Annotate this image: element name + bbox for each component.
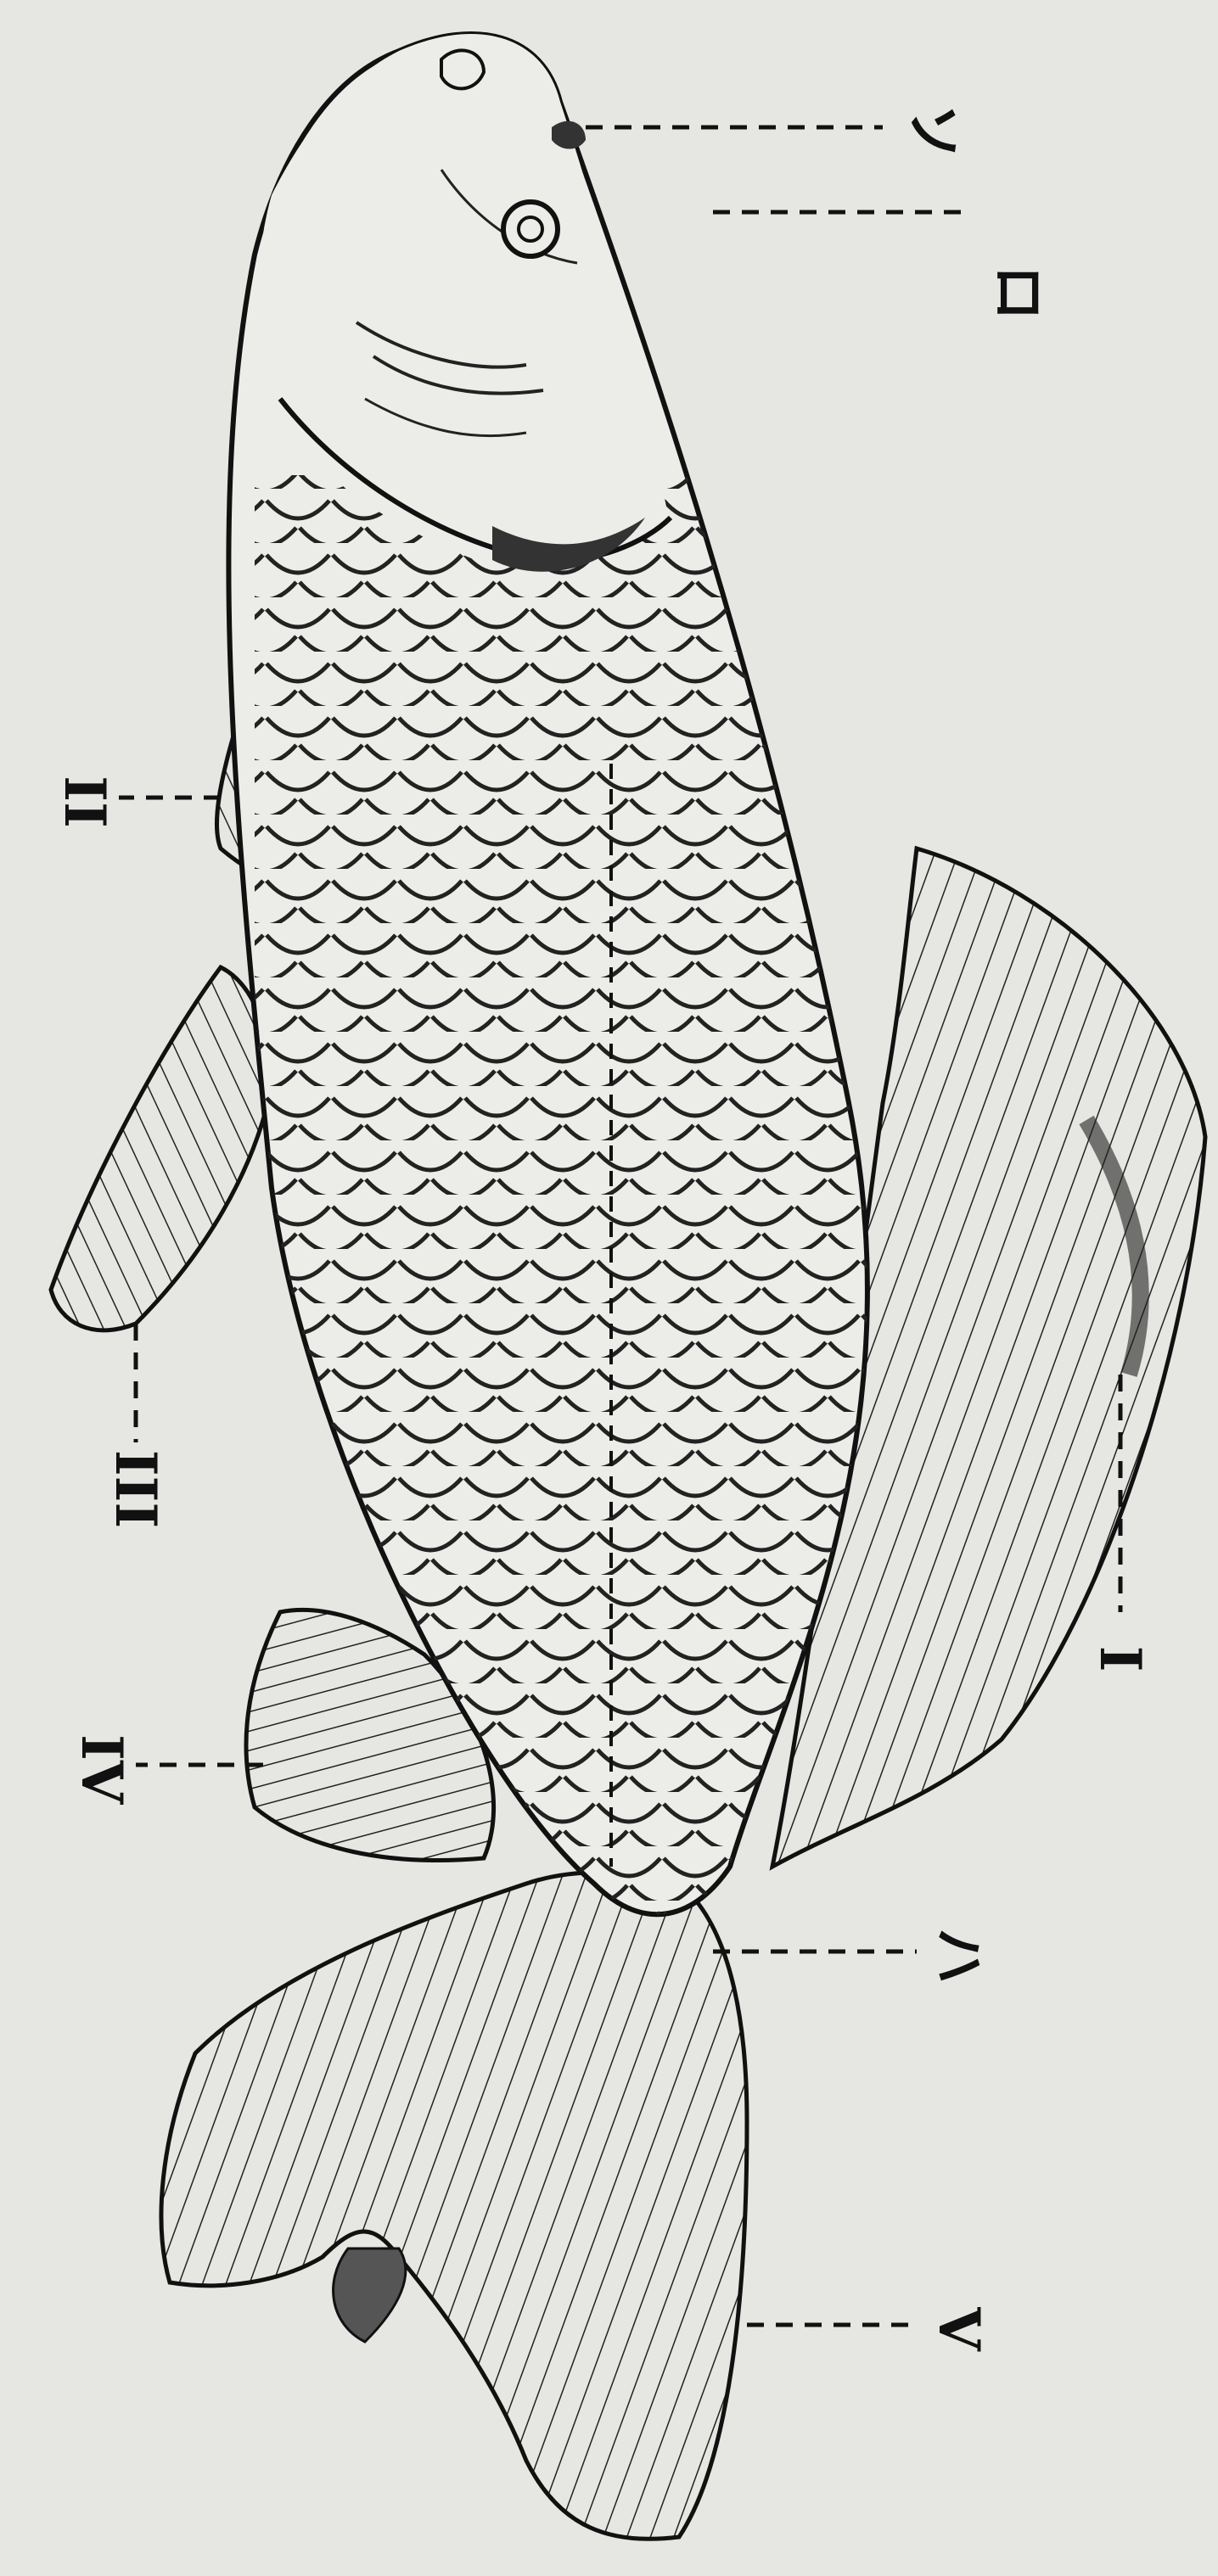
- lateral-line-label: ハ: [912, 1896, 1006, 2015]
- eye-marker-label: ロ: [972, 233, 1065, 352]
- mouth-marker-label: ソ: [887, 72, 980, 191]
- anal-fin-label: IV: [55, 1710, 149, 1828]
- pectoral-fin-label: II: [38, 742, 132, 861]
- pelvic-fin-label: III: [89, 1430, 182, 1548]
- eye-icon: [503, 202, 558, 256]
- dorsal-fin-label: I: [1074, 1599, 1167, 1718]
- caudal-fin-label: V: [912, 2270, 1006, 2388]
